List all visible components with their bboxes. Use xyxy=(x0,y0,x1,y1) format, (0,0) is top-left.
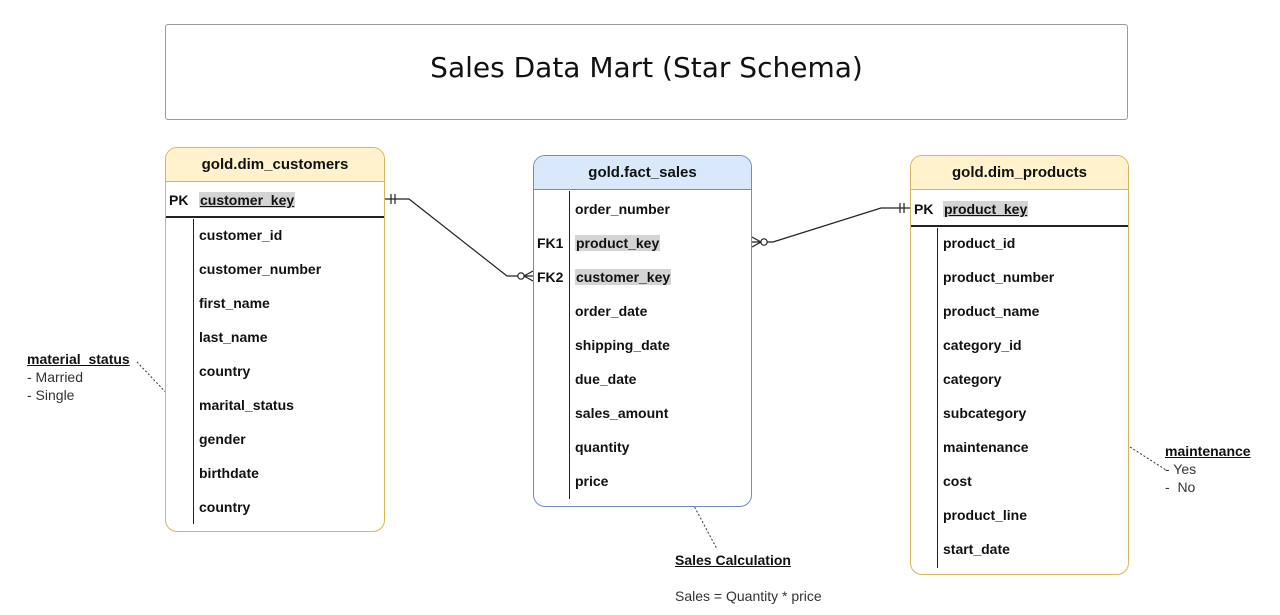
field-customer-id: customer_id xyxy=(199,227,283,243)
fk2-label: FK2 xyxy=(537,269,564,285)
field-country: country xyxy=(199,363,251,379)
pk-divider xyxy=(166,216,384,218)
pk-label: PK xyxy=(914,201,934,217)
field-last-name: last_name xyxy=(199,329,268,345)
field-country-2: country xyxy=(199,499,251,515)
field-marital-status: marital_status xyxy=(199,397,294,413)
key-column-divider xyxy=(193,219,194,524)
field-product-key: product_key xyxy=(575,235,661,251)
field-customer-key: customer_key xyxy=(199,192,296,208)
fk1-label: FK1 xyxy=(537,235,564,251)
field-customer-key: customer_key xyxy=(575,269,672,285)
field-product-name: product_name xyxy=(943,303,1040,319)
field-price: price xyxy=(575,473,609,489)
maintenance-note-connector xyxy=(1129,446,1167,471)
note-material-status: material_status - Married - Single xyxy=(27,350,130,404)
field-product-key: product_key xyxy=(943,201,1029,217)
key-column-divider xyxy=(937,228,938,568)
entity-dim-customers-header: gold.dim_customers xyxy=(166,148,384,182)
diagram-title: Sales Data Mart (Star Schema) xyxy=(430,51,863,84)
field-sales-amount: sales_amount xyxy=(575,405,669,421)
field-due-date: due_date xyxy=(575,371,637,387)
note-maintenance-item: - Yes xyxy=(1165,461,1197,477)
note-material-status-item: - Single xyxy=(27,387,75,403)
field-category-id: category_id xyxy=(943,337,1022,353)
field-first-name: first_name xyxy=(199,295,270,311)
field-start-date: start_date xyxy=(943,541,1010,557)
customer-relationship-line xyxy=(385,194,534,282)
entity-dim-products[interactable]: gold.dim_products PK product_key product… xyxy=(910,155,1129,575)
field-gender: gender xyxy=(199,431,246,447)
pk-label: PK xyxy=(169,192,189,208)
diagram-title-box: Sales Data Mart (Star Schema) xyxy=(165,24,1128,120)
field-product-line: product_line xyxy=(943,507,1028,523)
entity-dim-products-header: gold.dim_products xyxy=(911,156,1128,190)
field-product-id: product_id xyxy=(943,235,1016,251)
entity-fact-sales[interactable]: gold.fact_sales order_number FK1 product… xyxy=(533,155,752,507)
note-maintenance: maintenance - Yes - No xyxy=(1165,442,1251,496)
field-quantity: quantity xyxy=(575,439,630,455)
field-order-date: order_date xyxy=(575,303,648,319)
field-cost: cost xyxy=(943,473,972,489)
product-relationship-line xyxy=(751,203,910,248)
field-order-number: order_number xyxy=(575,201,670,217)
entity-dim-customers[interactable]: gold.dim_customers PK customer_key custo… xyxy=(165,147,385,532)
entity-fact-sales-header: gold.fact_sales xyxy=(534,156,751,190)
field-maintenance: maintenance xyxy=(943,439,1029,455)
note-maintenance-title: maintenance xyxy=(1165,443,1251,459)
field-customer-number: customer_number xyxy=(199,261,322,277)
note-sales-calculation: Sales Calculation Sales = Quantity * pri… xyxy=(675,551,822,605)
field-category: category xyxy=(943,371,1002,387)
note-material-status-item: - Married xyxy=(27,369,84,385)
field-birthdate: birthdate xyxy=(199,465,259,481)
note-sales-calculation-title: Sales Calculation xyxy=(675,552,791,568)
field-shipping-date: shipping_date xyxy=(575,337,670,353)
note-material-status-title: material_status xyxy=(27,351,130,367)
field-subcategory: subcategory xyxy=(943,405,1027,421)
field-product-number: product_number xyxy=(943,269,1055,285)
note-maintenance-item: - No xyxy=(1165,479,1196,495)
note-sales-calculation-formula: Sales = Quantity * price xyxy=(675,588,822,604)
key-column-divider xyxy=(569,191,570,499)
pk-divider xyxy=(911,225,1128,227)
